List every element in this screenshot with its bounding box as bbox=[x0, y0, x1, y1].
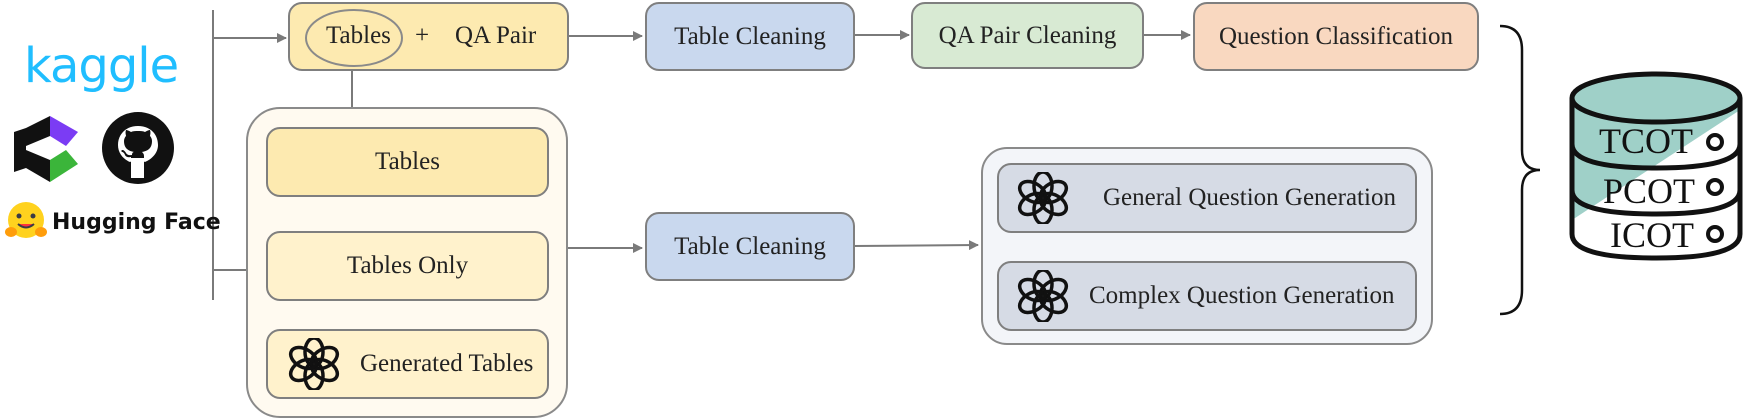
qa-pair-cleaning-label: QA Pair Cleaning bbox=[938, 21, 1117, 49]
general-question-generation-label: General Question Generation bbox=[1103, 184, 1396, 211]
database-icon bbox=[1569, 71, 1743, 261]
hugging-face-label: Hugging Face bbox=[52, 210, 221, 235]
db-item-icot: ICOT bbox=[1610, 215, 1694, 255]
tables-label: Tables bbox=[326, 22, 391, 49]
generated-tables-box: Generated Tables bbox=[266, 329, 549, 399]
dataset-logo bbox=[14, 116, 78, 182]
tables-box-label: Tables bbox=[375, 148, 440, 175]
github-icon bbox=[102, 112, 174, 184]
db-item-pcot: PCOT bbox=[1603, 171, 1696, 211]
tables-only-box: Tables Only bbox=[266, 231, 549, 301]
tables-box: Tables bbox=[266, 127, 549, 197]
qa-pair-cleaning-box: QA Pair Cleaning bbox=[911, 2, 1144, 69]
generated-tables-label: Generated Tables bbox=[360, 350, 534, 377]
openai-icon bbox=[1017, 172, 1069, 224]
openai-icon bbox=[1017, 270, 1069, 322]
curly-brace bbox=[1499, 24, 1541, 316]
tables-oval bbox=[305, 9, 403, 67]
kaggle-logo: kaggle bbox=[24, 38, 179, 94]
middle-table-cleaning-box: Table Cleaning bbox=[645, 212, 855, 281]
openai-icon bbox=[288, 338, 340, 390]
top-table-cleaning-label: Table Cleaning bbox=[674, 22, 826, 50]
top-table-cleaning-box: Table Cleaning bbox=[645, 2, 855, 71]
middle-table-cleaning-label: Table Cleaning bbox=[674, 232, 826, 260]
question-classification-label: Question Classification bbox=[1219, 22, 1453, 50]
tables-qa-pair-box: Tables + QA Pair bbox=[288, 2, 569, 71]
plus-sign: + bbox=[415, 22, 430, 49]
question-classification-box: Question Classification bbox=[1193, 2, 1479, 71]
tables-only-label: Tables Only bbox=[346, 252, 469, 279]
hugging-face-icon bbox=[5, 202, 47, 238]
qa-pair-label: QA Pair bbox=[455, 22, 537, 49]
complex-question-generation-label: Complex Question Generation bbox=[1089, 282, 1395, 309]
complex-question-generation-box: Complex Question Generation bbox=[997, 261, 1417, 331]
general-question-generation-box: General Question Generation bbox=[997, 163, 1417, 233]
db-item-tcot: TCOT bbox=[1599, 121, 1693, 161]
